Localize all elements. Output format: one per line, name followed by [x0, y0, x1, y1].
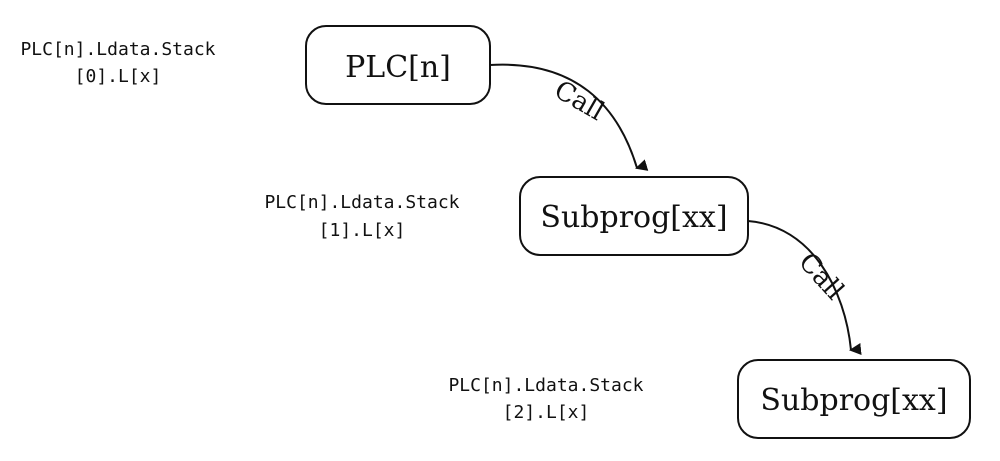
- node-subprog-1-box: [519, 176, 749, 256]
- node-subprog-1-label: Subprog[xx]: [540, 200, 727, 235]
- annotation-stack-2: PLC[n].Ldata.Stack [2].L[x]: [448, 375, 643, 423]
- annotation-stack-0: PLC[n].Ldata.Stack [0].L[x]: [20, 39, 215, 87]
- edge-call-1-label: Call: [549, 75, 609, 127]
- edge-call-2-arrow: [747, 220, 862, 355]
- annotation-stack-1: PLC[n].Ldata.Stack [1].L[x]: [264, 192, 459, 241]
- node-subprog-2-label: Subprog[xx]: [760, 383, 947, 418]
- annotation-stack-0-line1: PLC[n].Ldata.Stack: [20, 39, 215, 60]
- edge-call-2: Call: [747, 220, 862, 355]
- node-plc-label: PLC[n]: [345, 50, 451, 85]
- edge-call-1: Call: [489, 63, 649, 171]
- node-plc: PLC[n]: [305, 25, 491, 105]
- node-subprog-1: Subprog[xx]: [519, 176, 749, 256]
- annotation-stack-1-line1: PLC[n].Ldata.Stack: [264, 192, 459, 213]
- node-subprog-2: Subprog[xx]: [737, 359, 971, 439]
- annotation-stack-2-line2: [2].L[x]: [503, 402, 590, 423]
- edge-call-2-label: Call: [792, 247, 849, 306]
- annotation-stack-0-line2: [0].L[x]: [75, 66, 162, 87]
- annotation-stack-2-line1: PLC[n].Ldata.Stack: [448, 375, 643, 396]
- annotation-stack-1-line2: [1].L[x]: [319, 220, 406, 241]
- node-subprog-2-box: [737, 359, 971, 439]
- edge-call-1-arrow: [489, 63, 649, 171]
